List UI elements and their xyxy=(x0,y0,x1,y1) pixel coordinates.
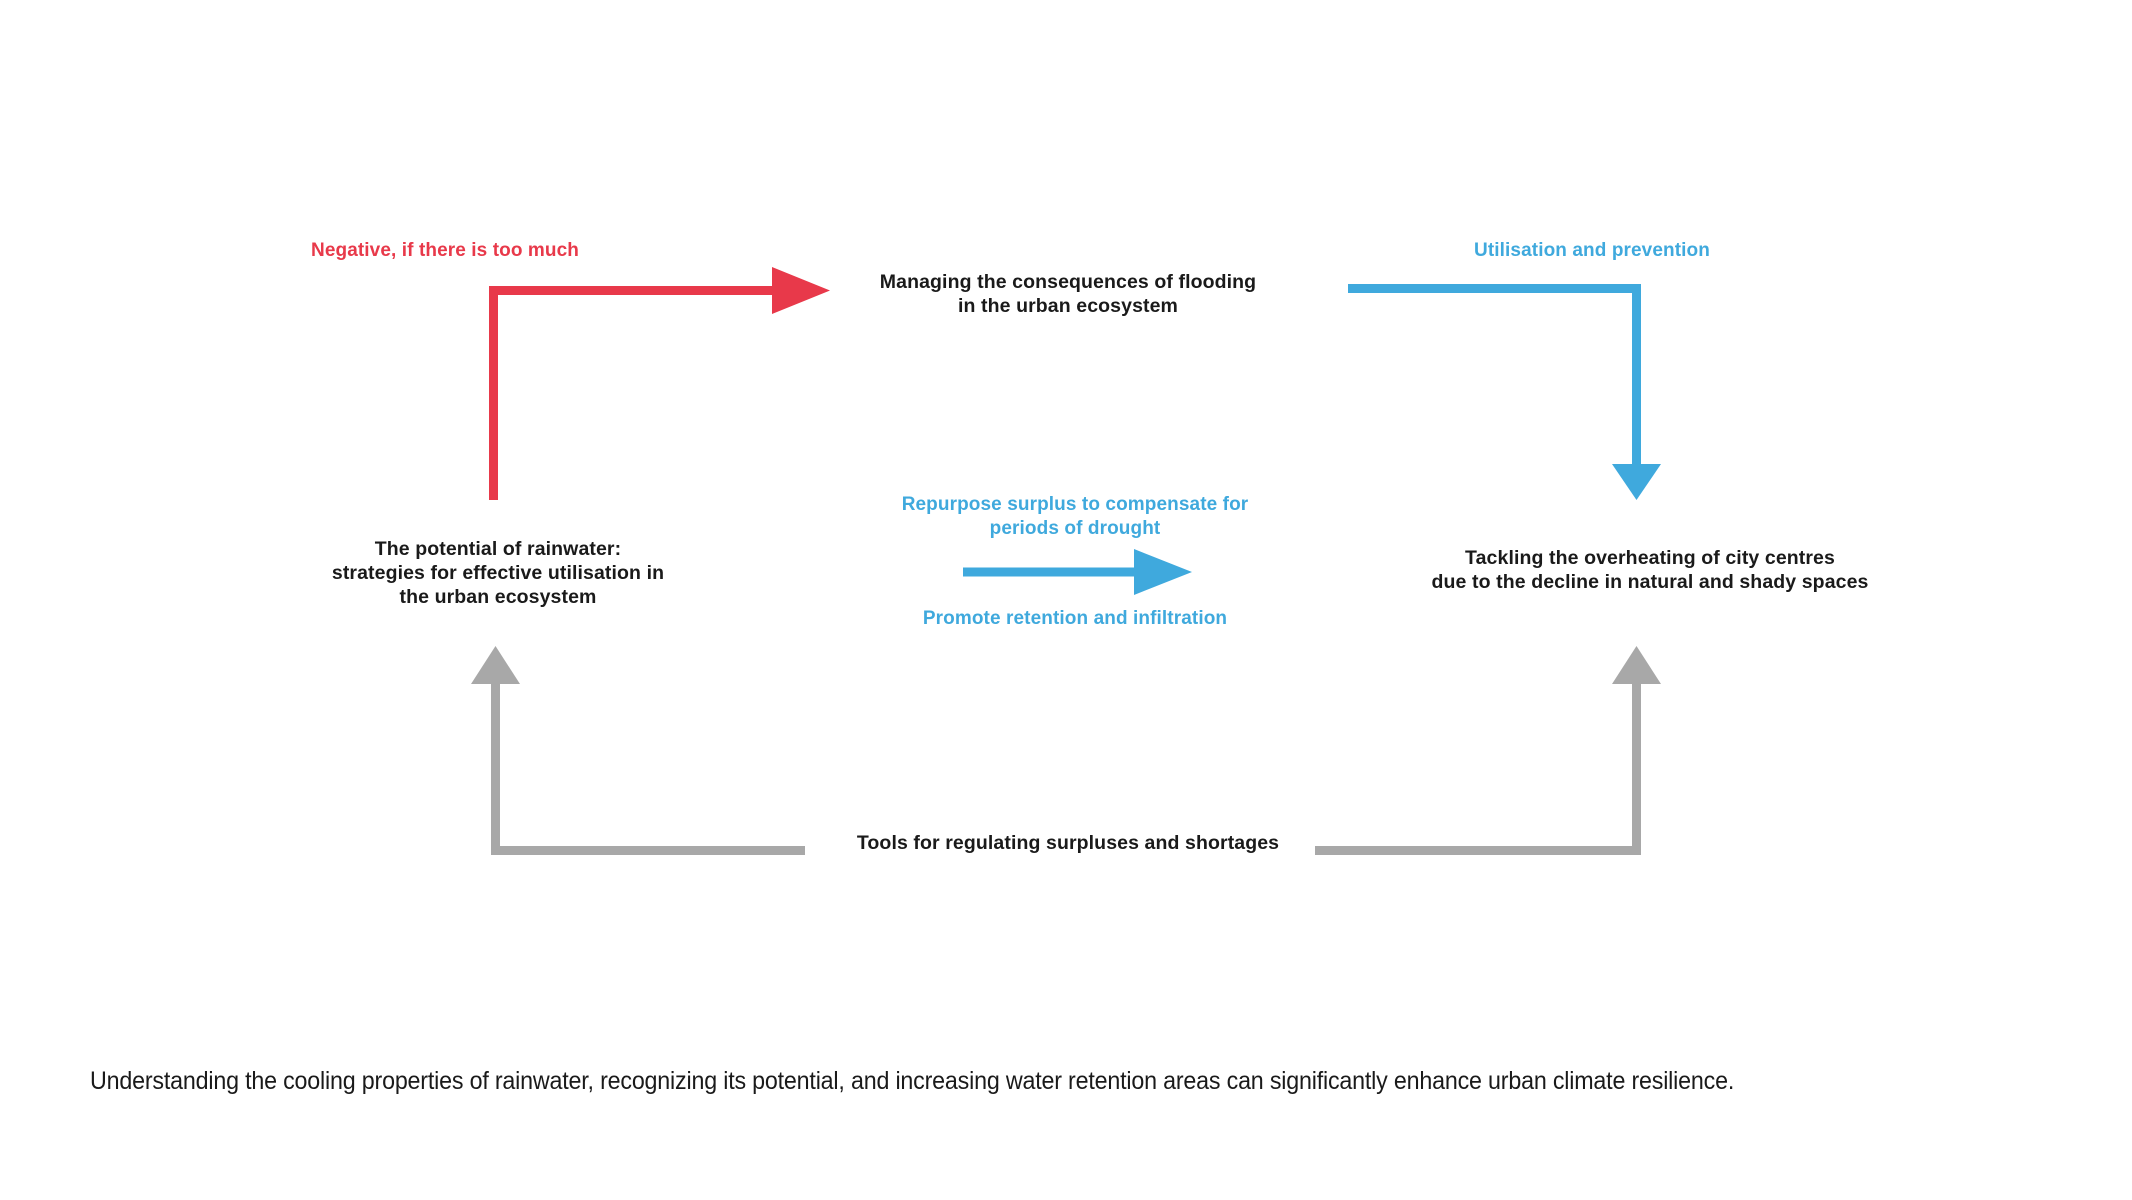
connector-center-horizontal xyxy=(963,549,1192,595)
node-tackling-overheating: Tackling the overheating of city centres… xyxy=(1431,547,1869,593)
edge-label-negative: Negative, if there is too much xyxy=(311,240,579,261)
connector-left-to-top-center xyxy=(489,267,830,500)
edge-label-utilisation: Utilisation and prevention xyxy=(1474,240,1710,261)
arrowhead-up-grey-right xyxy=(1612,646,1661,684)
edge-label-promote-retention: Promote retention and infiltration xyxy=(922,608,1228,629)
arrowhead-right-blue xyxy=(1134,549,1192,595)
node-managing-flooding-consequences: Managing the consequences of flooding in… xyxy=(879,271,1257,317)
connector-bottom-to-right xyxy=(1315,646,1661,855)
figure-caption: Understanding the cooling properties of … xyxy=(90,1067,1735,1095)
node-potential-of-rainwater: The potential of rainwater: strategies f… xyxy=(331,538,665,608)
edge-label-repurpose-surplus: Repurpose surplus to compensate for peri… xyxy=(901,494,1249,539)
arrowhead-up-grey-left xyxy=(471,646,520,684)
arrowhead-right-red xyxy=(772,267,830,314)
node-tools-for-regulating: Tools for regulating surpluses and short… xyxy=(856,832,1280,854)
connector-bottom-to-left xyxy=(471,646,805,855)
arrowhead-down-blue xyxy=(1612,464,1661,500)
connector-top-center-to-right xyxy=(1348,284,1661,500)
